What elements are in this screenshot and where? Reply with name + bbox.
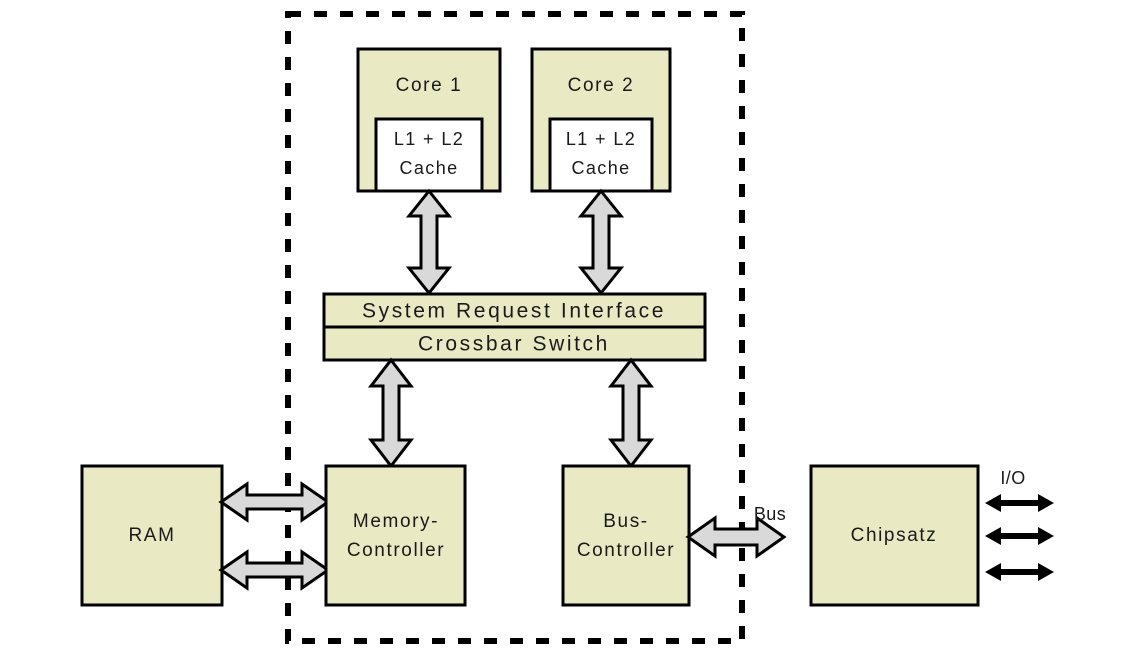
core-1-label: Core 1 <box>396 75 463 96</box>
system-request-interface-box <box>322 292 707 329</box>
ram-label: RAM <box>128 525 175 546</box>
ram-block: RAM <box>80 464 224 607</box>
ram-box <box>80 464 224 607</box>
core-2-block: Core 2 L1 + L2 Cache <box>530 47 672 193</box>
memory-controller-label-line-1: Memory- <box>353 511 439 532</box>
core-1-cache-line-2: Cache <box>399 158 458 178</box>
memory-controller-block: Memory- Controller <box>324 464 467 607</box>
arrow-crossbar-to-bus-controller <box>607 357 655 469</box>
arrow-crossbar-to-memory-controller <box>367 357 415 469</box>
system-request-interface-block: System Request Interface <box>322 292 707 329</box>
core-2-cache-box <box>548 117 654 193</box>
core-1-block: Core 1 L1 + L2 Cache <box>356 47 502 193</box>
bus-controller-label-line-2: Controller <box>577 540 675 561</box>
core-2-cache-line-2: Cache <box>571 158 630 178</box>
arrow-bus-controller-to-chipsatz <box>685 515 787 559</box>
arrow-ram-to-memory-controller-upper <box>218 481 331 523</box>
arrow-chipsatz-io-3 <box>985 563 1054 581</box>
chipsatz-label: Chipsatz <box>851 525 938 546</box>
arrow-chipsatz-io-2 <box>985 527 1054 545</box>
crossbar-switch-label: Crossbar Switch <box>418 333 610 356</box>
system-request-interface-label: System Request Interface <box>362 300 666 323</box>
chipsatz-block: Chipsatz <box>809 464 980 607</box>
core-1-cache-box <box>374 117 484 193</box>
core-2-cache-line-1: L1 + L2 <box>566 129 636 149</box>
arrow-chipsatz-io-1 <box>985 494 1054 512</box>
bus-controller-block: Bus- Controller <box>561 464 691 607</box>
io-label: I/O <box>1000 468 1025 488</box>
arrow-core2-to-sri <box>577 188 625 296</box>
cpu-die-dashed-boundary <box>285 11 745 644</box>
crossbar-switch-box <box>322 325 707 362</box>
memory-controller-label-line-2: Controller <box>347 540 445 561</box>
bus-controller-box <box>561 464 691 607</box>
arrow-ram-to-memory-controller-lower <box>218 549 331 591</box>
bus-controller-label-line-1: Bus- <box>603 511 648 532</box>
core-1-cache-line-1: L1 + L2 <box>394 129 464 149</box>
arrow-core1-to-sri <box>405 188 453 296</box>
crossbar-switch-block: Crossbar Switch <box>322 325 707 362</box>
chipsatz-box <box>809 464 980 607</box>
bus-label: Bus <box>754 504 786 524</box>
memory-controller-box <box>324 464 467 607</box>
core-2-label: Core 2 <box>568 75 635 96</box>
